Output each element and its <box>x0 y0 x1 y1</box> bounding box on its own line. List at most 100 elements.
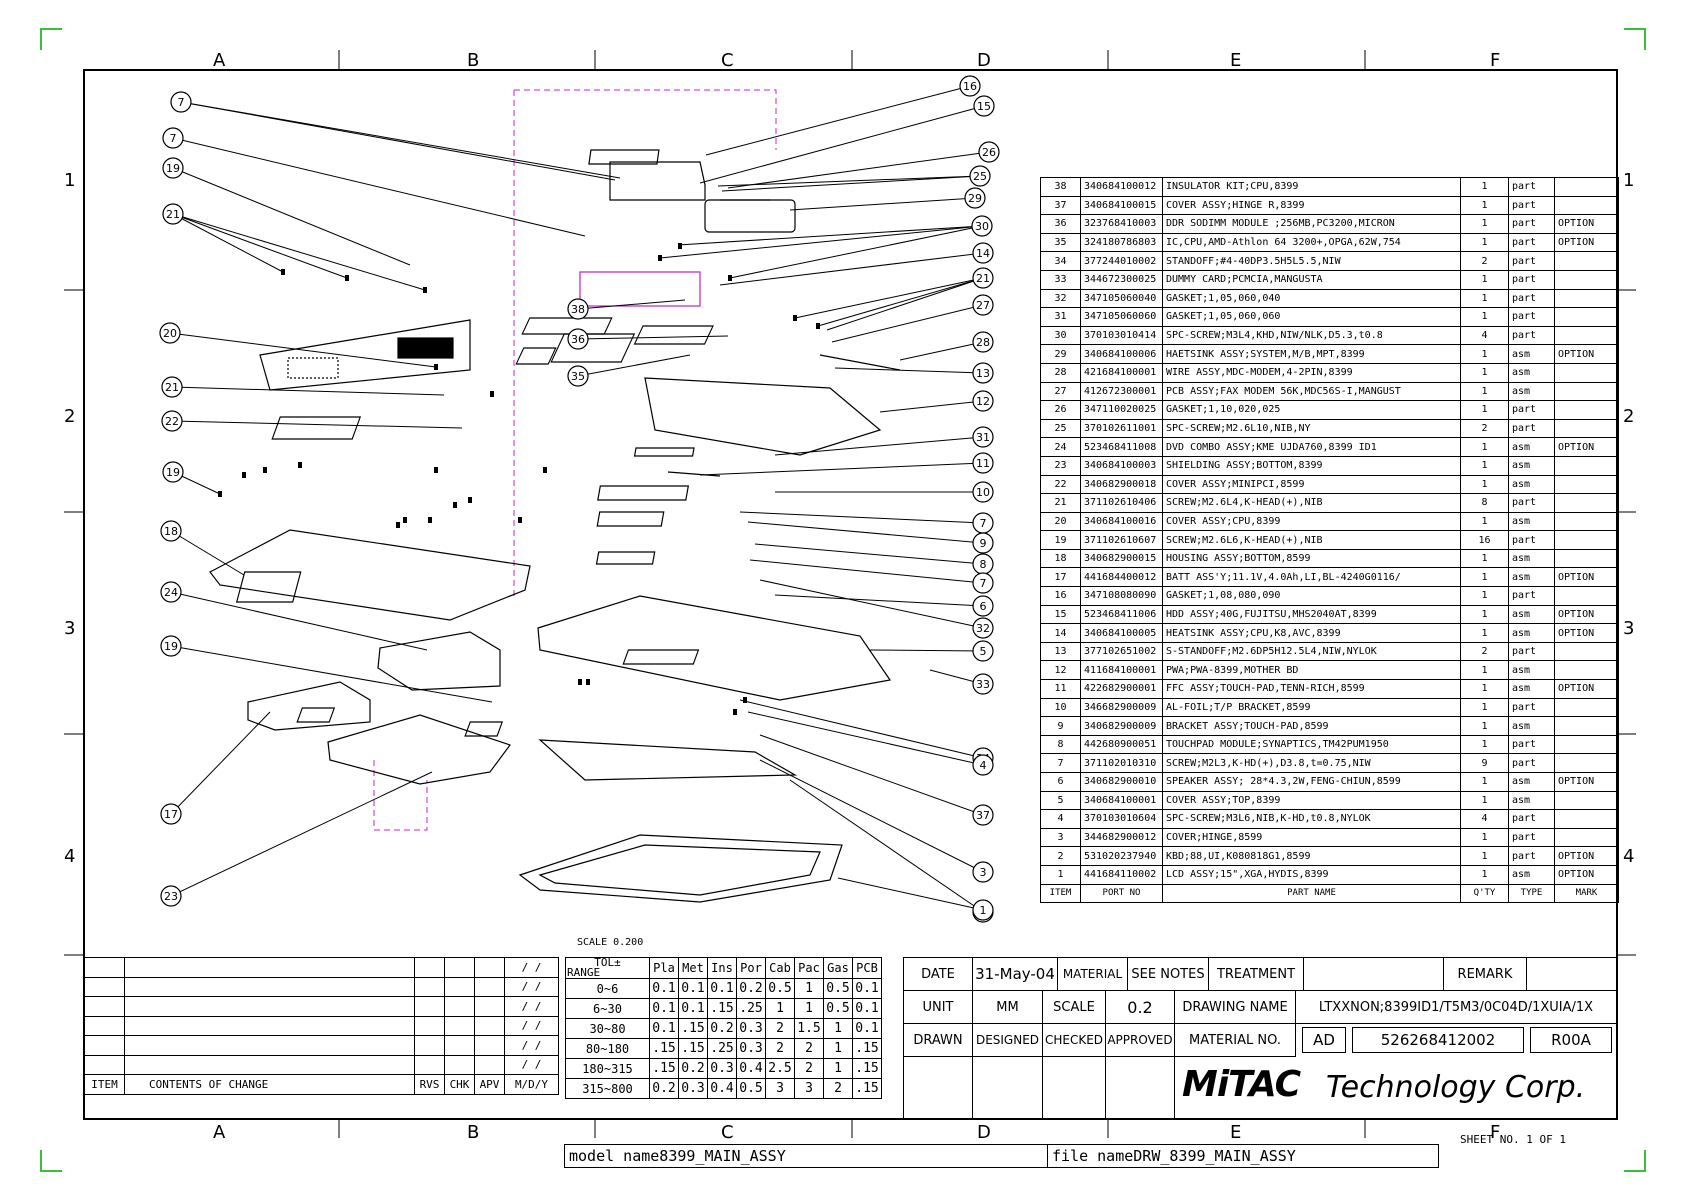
parts-cell-qty: 1 <box>1460 864 1509 885</box>
balloon-number: 19 <box>166 466 180 479</box>
parts-cell-name: KBD;88,UI,K080818G1,8599 <box>1162 846 1461 866</box>
balloon: 35 <box>567 365 589 387</box>
tolerance-value: 0.1 <box>852 1018 882 1039</box>
parts-cell-mark <box>1554 195 1619 216</box>
parts-cell-item: 36 <box>1040 214 1081 234</box>
parts-cell-type: part <box>1508 177 1555 197</box>
parts-cell-qty: 1 <box>1460 790 1509 811</box>
screw <box>242 472 246 478</box>
balloon: 12 <box>972 390 994 412</box>
parts-cell-type: part <box>1508 418 1555 439</box>
zone-column-label: A <box>213 1122 226 1143</box>
parts-cell-name: SPC-SCREW;M3L4,KHD,NIW/NLK,D5.3,t0.8 <box>1162 325 1461 346</box>
parts-cell-qty: 1 <box>1460 604 1509 625</box>
parts-cell-name: HDD ASSY;40G,FUJITSU,MHS2040AT,8399 <box>1162 604 1461 625</box>
balloon-number: 14 <box>976 247 990 260</box>
parts-cell-name: PCB ASSY;FAX MODEM 56K,MDC56S-I,MANGUST <box>1162 381 1461 402</box>
parts-cell-qty: 9 <box>1460 753 1509 773</box>
revision-date: / / <box>504 976 559 997</box>
tolerance-range: 180~315 <box>565 1058 650 1079</box>
parts-header-part_no: PORT NO <box>1080 883 1163 904</box>
parts-cell-item: 30 <box>1040 325 1081 346</box>
parts-cell-qty: 16 <box>1460 530 1509 550</box>
balloon: 37 <box>972 804 994 826</box>
balloon-circle <box>972 331 994 353</box>
parts-cell-type: asm <box>1508 511 1555 532</box>
tolerance-value: .15 <box>852 1078 882 1099</box>
lcd-panel <box>538 844 821 896</box>
revision-cell <box>124 976 415 997</box>
balloon: 22 <box>161 410 183 432</box>
gasket-31 <box>633 447 695 457</box>
balloon-circle <box>972 754 994 776</box>
parts-cell-type: part <box>1508 214 1555 234</box>
revision-cell <box>124 1035 415 1056</box>
parts-header-part_name: PART NAME <box>1162 883 1461 904</box>
parts-cell-type: part <box>1508 586 1555 606</box>
balloon-circle <box>567 298 589 320</box>
balloon-number: 13 <box>976 367 990 380</box>
leader-line <box>837 877 984 911</box>
parts-cell-item: 19 <box>1040 530 1081 550</box>
leader-line <box>169 332 437 368</box>
revision-header: RVS <box>414 1074 445 1095</box>
parts-cell-item: 3 <box>1040 827 1081 848</box>
parts-cell-item: 28 <box>1040 362 1081 383</box>
parts-cell-item: 8 <box>1040 734 1081 755</box>
tolerance-value: 0.3 <box>678 1078 708 1099</box>
balloon-number: 24 <box>164 586 178 599</box>
parts-cell-type: part <box>1508 195 1555 216</box>
zone-row-label: 3 <box>64 618 76 639</box>
parts-cell-pn: 377244010002 <box>1080 251 1163 271</box>
insulator-38 <box>521 317 613 335</box>
tolerance-value: 3 <box>765 1078 795 1099</box>
parts-cell-qty: 1 <box>1460 734 1509 755</box>
parts-cell-item: 13 <box>1040 641 1081 662</box>
parts-cell-type: part <box>1508 232 1555 253</box>
balloon-circle <box>971 215 993 237</box>
parts-cell-item: 10 <box>1040 697 1081 718</box>
parts-cell-item: 27 <box>1040 381 1081 402</box>
balloon-number: 30 <box>975 220 989 233</box>
balloon-number: 21 <box>976 272 990 285</box>
leader-line <box>172 213 348 279</box>
modem-27 <box>633 325 714 345</box>
parts-cell-item: 2 <box>1040 846 1081 866</box>
revision-row: / / <box>84 1035 559 1056</box>
parts-cell-mark: OPTION <box>1554 232 1619 253</box>
parts-cell-qty: 1 <box>1460 177 1509 197</box>
tolerance-corner: TOL±RANGE <box>565 957 650 979</box>
parts-cell-mark: OPTION <box>1554 846 1619 866</box>
balloon-number: 7 <box>178 96 185 109</box>
parts-cell-mark: OPTION <box>1554 772 1619 792</box>
tolerance-value: 2.5 <box>765 1058 795 1079</box>
leader-line <box>719 252 984 286</box>
parts-cell-pn: 340682900015 <box>1080 548 1163 569</box>
zone-row-label: 2 <box>1623 406 1635 427</box>
zone-column-label: C <box>721 1122 734 1143</box>
balloon-circle <box>160 635 182 657</box>
balloon: 8 <box>972 553 994 575</box>
zone-column-label: F <box>1490 50 1501 71</box>
leader-line <box>180 101 621 179</box>
revision-value: R00A <box>1530 1027 1612 1053</box>
parts-cell-name: SPEAKER ASSY; 28*4.3,2W,FENG-CHIUN,8599 <box>1162 772 1461 792</box>
parts-cell-type: asm <box>1508 567 1555 588</box>
parts-cell-mark <box>1554 493 1619 513</box>
model-name: model name8399_MAIN_ASSY <box>564 1144 1048 1168</box>
cpu-cover-20 <box>259 319 471 391</box>
drawn-sign <box>903 1056 973 1120</box>
parts-cell-name: FFC ASSY;TOUCH-PAD,TENN-RICH,8599 <box>1162 679 1461 699</box>
balloon-circle <box>972 426 994 448</box>
zone-row-label: 2 <box>64 406 76 427</box>
parts-cell-name: SCREW;M2L3,K-HD(+),D3.8,t=0.75,NIW <box>1162 753 1461 773</box>
parts-cell-type: part <box>1508 846 1555 866</box>
revision-cell <box>84 996 125 1017</box>
